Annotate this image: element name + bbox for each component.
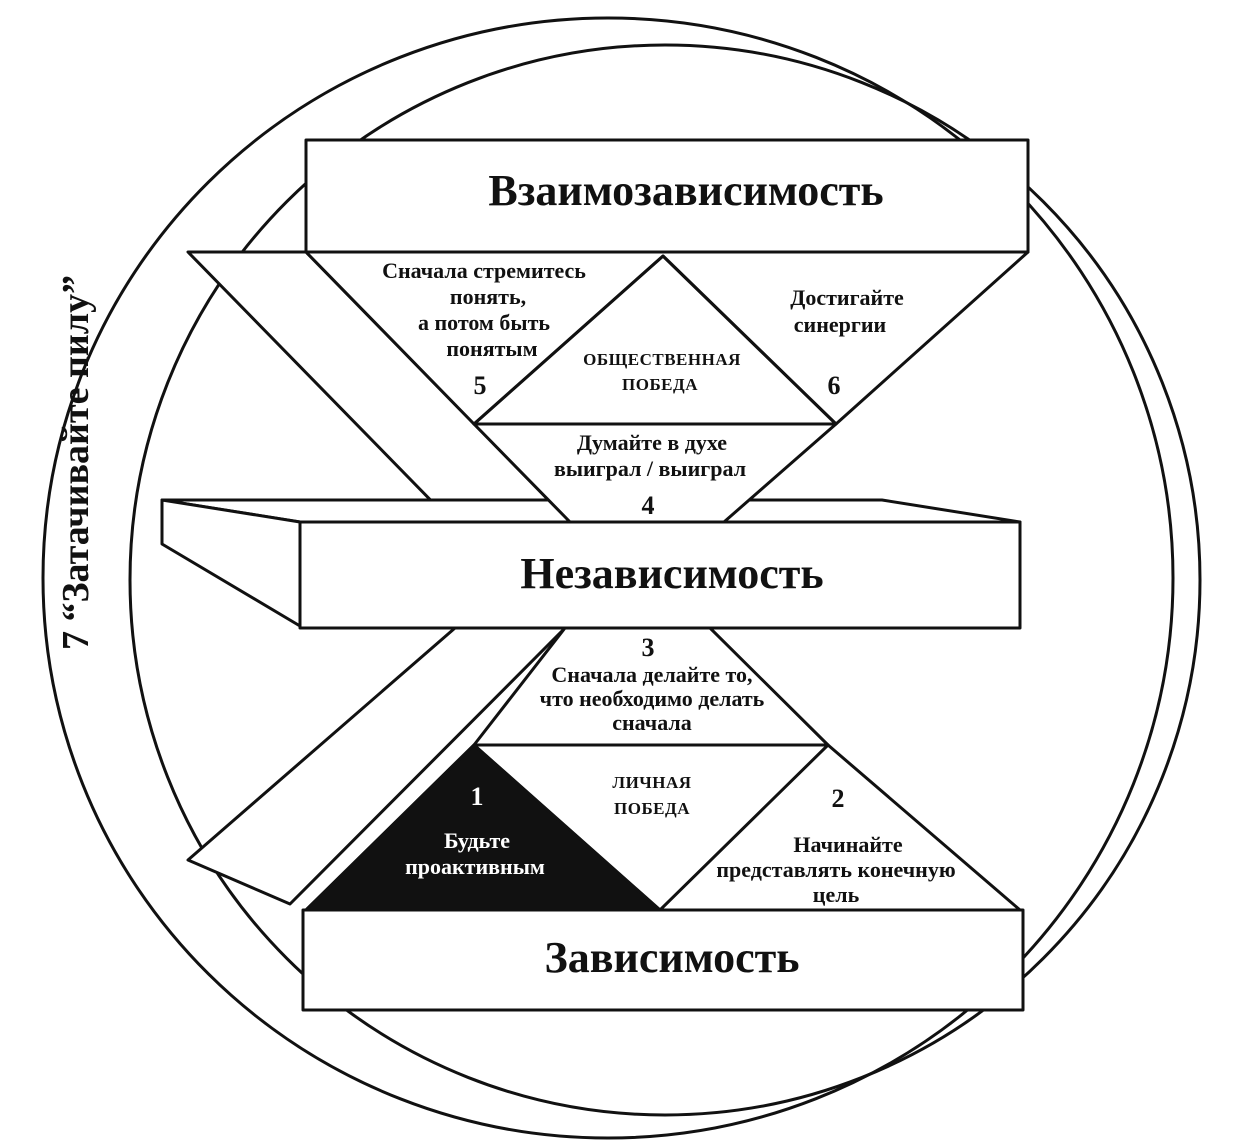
habit-5-line-1: Сначала стремитесь: [382, 258, 586, 283]
habit-2-line-2: представлять конечную: [716, 857, 955, 882]
dependence-title: Зависимость: [544, 933, 799, 982]
diamond-edge-right: [661, 254, 838, 426]
public-victory-line-2: ПОБЕДА: [622, 375, 698, 394]
habit-3-line-2: что необходимо делать: [540, 686, 765, 711]
private-victory-line-2: ПОБЕДА: [614, 799, 690, 818]
habit-4-line-1: Думайте в духе: [577, 430, 727, 455]
inner-circle: [128, 43, 1202, 1117]
outer-circle: [41, 16, 1175, 1140]
habit-5-line-4: понятым: [446, 336, 537, 361]
habit-3-number: 3: [642, 633, 655, 662]
habit-5-line-2: понять,: [450, 284, 526, 309]
interdependence-title: Взаимозависимость: [488, 166, 883, 215]
habit-1-number: 1: [471, 782, 484, 811]
public-victory-line-1: ОБЩЕСТВЕННАЯ: [583, 350, 741, 369]
habit-2-number: 2: [832, 784, 845, 813]
habit-2-line-1: Начинайте: [793, 832, 902, 857]
independence-title: Независимость: [520, 549, 823, 598]
habit-4-number: 4: [642, 491, 655, 520]
habit-1-line-2: проактивным: [405, 854, 545, 879]
independence-slab-side: [160, 498, 302, 628]
habit-5-line-3: а потом быть: [418, 310, 550, 335]
habit-3-line-1: Сначала делайте то,: [551, 662, 752, 687]
diamond-edge-left: [473, 254, 664, 426]
habit-1-line-1: Будьте: [444, 828, 510, 853]
habit-3-line-3: сначала: [612, 710, 692, 735]
habit-6-number: 6: [828, 371, 841, 400]
habit-2-line-3: цель: [813, 882, 860, 907]
habit-6-line-1: Достигайте: [790, 285, 904, 310]
habit-6-line-2: синергии: [794, 312, 887, 337]
habit-7-label: 7 “Затачивайте пилу”: [55, 275, 97, 650]
habit-5-number: 5: [474, 371, 487, 400]
independence-box: [298, 520, 1022, 630]
habit-4-line-2: выиграл / выиграл: [554, 456, 746, 481]
dependence-box: [301, 908, 1025, 1012]
private-victory-line-1: ЛИЧНАЯ: [612, 773, 691, 792]
